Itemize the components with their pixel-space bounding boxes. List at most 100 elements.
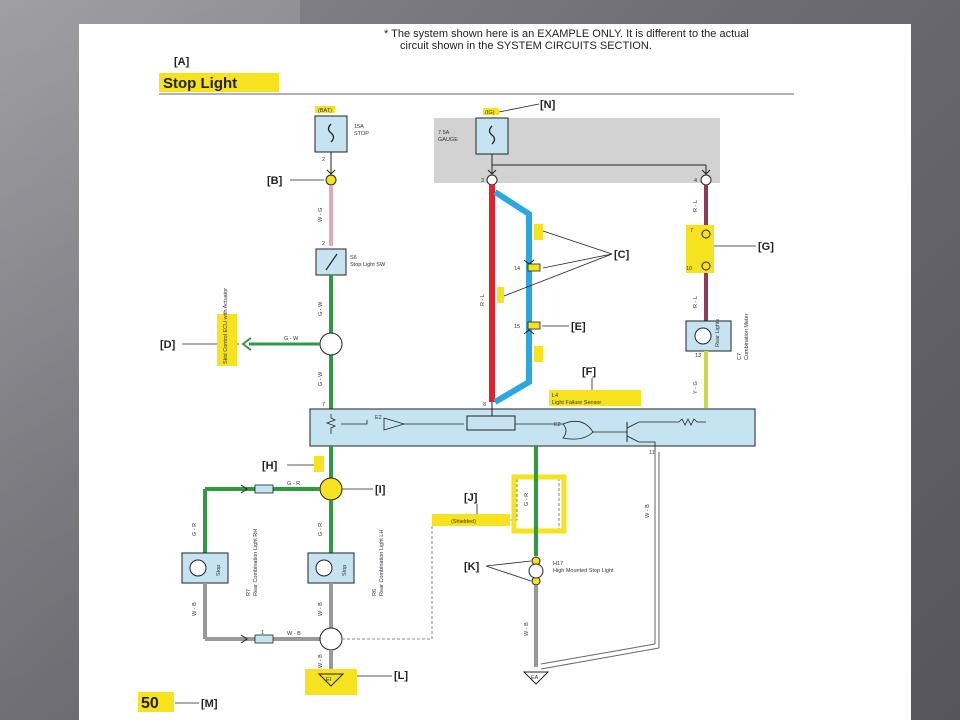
resistor-icon xyxy=(325,414,336,434)
ground-l-highlight xyxy=(305,669,357,695)
callout-c-leader xyxy=(542,230,613,255)
pin-label: 2 xyxy=(322,157,325,163)
gauge-junction xyxy=(486,174,498,186)
rear-rh-name: Rear Combination Light RH xyxy=(253,529,259,596)
wire-label: R - L xyxy=(693,296,699,308)
callout-e: [E] xyxy=(571,321,586,333)
stop-fuse-rating: 15A xyxy=(354,124,364,130)
fuse-symbol-icon xyxy=(488,125,496,145)
shielded-highlight xyxy=(432,514,510,526)
meter-lamp-label: Rear Lights xyxy=(715,319,721,347)
wire-label: R - L xyxy=(693,200,699,212)
wire-blue xyxy=(493,189,532,405)
internal-symbol: E2 xyxy=(554,422,561,428)
hmsl-code: H17 xyxy=(553,561,563,567)
splice-ground xyxy=(319,627,343,651)
title-highlight xyxy=(159,73,279,92)
stop-fuse-name: STOP xyxy=(354,131,369,137)
wire-tag-highlight xyxy=(534,224,543,240)
ground-code: EI xyxy=(326,677,332,683)
shield-highlight xyxy=(511,474,567,534)
pin-label: 11 xyxy=(649,450,655,456)
wire-label: W - G xyxy=(318,208,324,222)
pin-label: 1 xyxy=(261,630,264,636)
page-number-highlight xyxy=(138,692,174,712)
ground-code: EA xyxy=(531,675,539,681)
wire-label: G - R xyxy=(318,523,324,536)
wire-label: G - R xyxy=(524,493,530,506)
connector-e xyxy=(527,321,541,330)
pin-label: 15 xyxy=(514,324,520,330)
gauge-fuse-name: GAUGE xyxy=(438,137,458,143)
transistor-emitter xyxy=(626,435,640,443)
connector-g-upper xyxy=(701,229,711,239)
wire-tag-highlight xyxy=(534,346,543,362)
lfs-code: L4 xyxy=(552,393,558,399)
pin-label: 13 xyxy=(695,353,701,359)
ig-label: (IG) xyxy=(485,110,495,116)
callout-n-leader xyxy=(498,103,540,113)
connector-arrow-icon xyxy=(701,169,711,175)
callout-j: [J] xyxy=(464,492,478,504)
callout-d: [D] xyxy=(160,339,176,351)
callout-k-leader xyxy=(485,560,532,567)
wire-label: G - W xyxy=(318,371,324,386)
page-number: 50 xyxy=(141,695,159,712)
callout-k: [K] xyxy=(464,561,480,573)
callout-c-leader xyxy=(542,253,613,269)
stop-switch-code: S6 xyxy=(350,255,357,261)
transistor-collector xyxy=(626,421,640,429)
wiring-diagram-page: * The system shown here is an EXAMPLE ON… xyxy=(79,24,911,720)
stop-switch-name: Stop Light SW xyxy=(350,262,386,268)
callout-c: [C] xyxy=(614,249,630,261)
callout-l: [L] xyxy=(394,670,408,682)
switch-symbol-icon xyxy=(325,253,338,271)
pin-label: 7 xyxy=(690,228,693,234)
pin-label: 14 xyxy=(514,266,520,272)
pin-label: 10 xyxy=(686,266,692,272)
lamp-icon xyxy=(315,559,333,577)
rear-lh-name: Rear Combination Light LH xyxy=(379,530,385,596)
wire-label: W - B xyxy=(318,654,324,668)
resistor-icon xyxy=(678,418,698,426)
pin-label: 2 xyxy=(322,241,325,247)
wire-label: W - B xyxy=(287,631,301,637)
relay-coil-icon xyxy=(466,415,516,431)
wire-label: W - B xyxy=(524,622,530,636)
lamp-icon xyxy=(694,327,712,345)
fuse-symbol-icon xyxy=(327,123,335,143)
example-note-line2: circuit shown in the SYSTEM CIRCUITS SEC… xyxy=(400,40,652,52)
meter-name: Combination Meter xyxy=(744,313,750,360)
lfs-label-highlight xyxy=(549,390,641,406)
callout-k-leader xyxy=(485,565,532,582)
wire-tag-highlight xyxy=(497,287,504,303)
ground-symbol-icon xyxy=(522,671,550,685)
connector-arrow-icon xyxy=(240,634,248,644)
shielded-label: (Shielded) xyxy=(451,519,476,525)
wire-label: Y - G xyxy=(693,381,699,394)
wire-label: G - R xyxy=(192,523,198,536)
or-gate-icon xyxy=(562,420,594,440)
junction-b xyxy=(325,174,337,186)
connector-arrow-icon xyxy=(523,259,535,265)
connector-arrow-icon xyxy=(487,169,497,175)
connector-block xyxy=(254,484,274,494)
page-title: Stop Light xyxy=(163,75,237,92)
wire-tag-highlight xyxy=(314,456,324,472)
ground-symbol-icon xyxy=(317,673,345,687)
rear-lh-code: R6 xyxy=(372,589,378,596)
wire-label: R - L xyxy=(480,294,486,306)
connector-arrow-icon xyxy=(326,169,336,175)
wire-label: W - B xyxy=(192,602,198,616)
ig-badge xyxy=(483,108,499,115)
connector-block xyxy=(254,634,274,644)
callout-g: [G] xyxy=(758,241,774,253)
wire-label: G - R xyxy=(287,481,300,487)
wire-label: G - W xyxy=(318,301,324,316)
connector-c xyxy=(527,263,541,272)
arrow-left-icon xyxy=(241,337,252,351)
gauge-fuse-rating: 7.5A xyxy=(438,130,450,136)
callout-a: [A] xyxy=(174,56,190,68)
internal-line xyxy=(341,420,368,425)
wire-right-return-diag xyxy=(540,643,656,665)
